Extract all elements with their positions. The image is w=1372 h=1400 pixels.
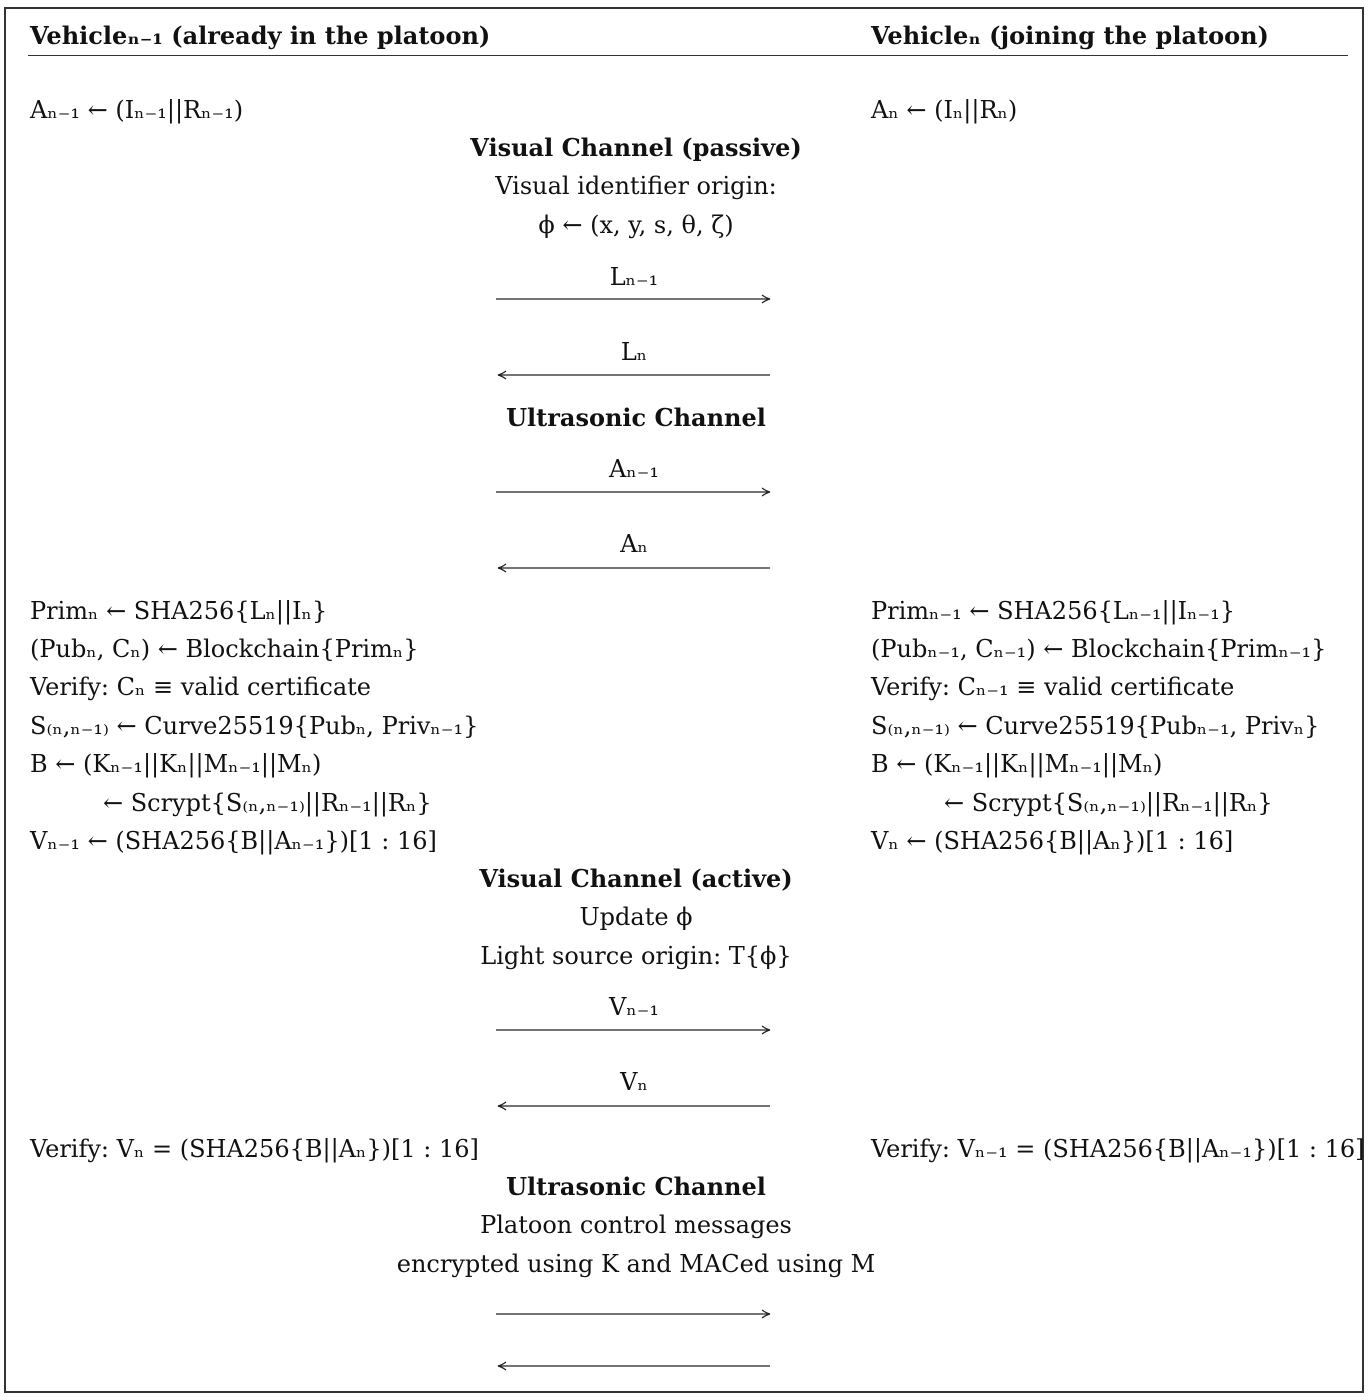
left-b: B ← (Kₙ₋₁||Kₙ||Mₙ₋₁||Mₙ) bbox=[30, 750, 322, 778]
left-scrypt: ← Scrypt{S₍ₙ,ₙ₋₁₎||Rₙ₋₁||Rₙ} bbox=[103, 789, 432, 817]
left-curve: S₍ₙ,ₙ₋₁₎ ← Curve25519{Pubₙ, Privₙ₋₁} bbox=[30, 712, 479, 740]
right-curve: S₍ₙ,ₙ₋₁₎ ← Curve25519{Pubₙ₋₁, Privₙ} bbox=[871, 712, 1320, 740]
left-blockchain: (Pubₙ, Cₙ) ← Blockchain{Primₙ} bbox=[30, 635, 419, 663]
msg-label-V-prev: Vₙ₋₁ bbox=[608, 993, 659, 1021]
msg-label-L-prev: Lₙ₋₁ bbox=[609, 263, 659, 291]
arrow-left-1 bbox=[497, 370, 770, 380]
header-right: Vehicleₙ (joining the platoon) bbox=[871, 21, 1269, 50]
ultrasonic1-title: Ultrasonic Channel bbox=[506, 403, 766, 432]
arrow-right-1 bbox=[496, 294, 771, 304]
msg-label-L-n: Lₙ bbox=[620, 338, 648, 366]
diagram-frame bbox=[4, 7, 1364, 1393]
right-b: B ← (Kₙ₋₁||Kₙ||Mₙ₋₁||Mₙ) bbox=[871, 750, 1163, 778]
right-scrypt: ← Scrypt{S₍ₙ,ₙ₋₁₎||Rₙ₋₁||Rₙ} bbox=[944, 789, 1273, 817]
visual-passive-title: Visual Channel (passive) bbox=[470, 133, 802, 162]
visual-active-line1: Update ϕ bbox=[579, 903, 693, 931]
msg-label-A-n: Aₙ bbox=[620, 530, 648, 558]
visual-active-line2: Light source origin: T{ϕ} bbox=[480, 942, 792, 970]
init-left: Aₙ₋₁ ← (Iₙ₋₁||Rₙ₋₁) bbox=[30, 96, 244, 124]
right-blockchain: (Pubₙ₋₁, Cₙ₋₁) ← Blockchain{Primₙ₋₁} bbox=[871, 635, 1327, 663]
right-prim: Primₙ₋₁ ← SHA256{Lₙ₋₁||Iₙ₋₁} bbox=[871, 597, 1236, 625]
right-v: Vₙ ← (SHA256{B||Aₙ})[1 : 16] bbox=[871, 827, 1234, 855]
visual-active-title: Visual Channel (active) bbox=[479, 864, 793, 893]
ultrasonic2-line1: Platoon control messages bbox=[480, 1211, 792, 1239]
visual-passive-line1: Visual identifier origin: bbox=[495, 172, 777, 200]
arrow-left-3 bbox=[497, 1101, 770, 1111]
msg-label-V-n: Vₙ bbox=[620, 1068, 648, 1096]
msg-label-A-prev: Aₙ₋₁ bbox=[608, 455, 659, 483]
ultrasonic2-title: Ultrasonic Channel bbox=[506, 1172, 766, 1201]
verify-left: Verify: Vₙ = (SHA256{B||Aₙ})[1 : 16] bbox=[30, 1135, 479, 1163]
right-verify-cert: Verify: Cₙ₋₁ ≡ valid certificate bbox=[871, 673, 1235, 701]
arrow-right-4 bbox=[496, 1309, 771, 1319]
arrow-left-4 bbox=[497, 1361, 770, 1371]
left-prim: Primₙ ← SHA256{Lₙ||Iₙ} bbox=[30, 597, 328, 625]
arrow-right-2 bbox=[496, 487, 771, 497]
arrow-left-2 bbox=[497, 563, 770, 573]
verify-right: Verify: Vₙ₋₁ = (SHA256{B||Aₙ₋₁})[1 : 16] bbox=[871, 1135, 1365, 1163]
ultrasonic2-line2: encrypted using K and MACed using M bbox=[396, 1250, 876, 1278]
header-left: Vehicleₙ₋₁ (already in the platoon) bbox=[30, 21, 491, 50]
left-verify-cert: Verify: Cₙ ≡ valid certificate bbox=[30, 673, 372, 701]
arrow-right-3 bbox=[496, 1025, 771, 1035]
visual-passive-line2: ϕ ← (x, y, s, θ, ζ) bbox=[538, 211, 734, 239]
header-rule bbox=[28, 55, 1348, 56]
init-right: Aₙ ← (Iₙ||Rₙ) bbox=[871, 96, 1018, 124]
left-v: Vₙ₋₁ ← (SHA256{B||Aₙ₋₁})[1 : 16] bbox=[30, 827, 437, 855]
